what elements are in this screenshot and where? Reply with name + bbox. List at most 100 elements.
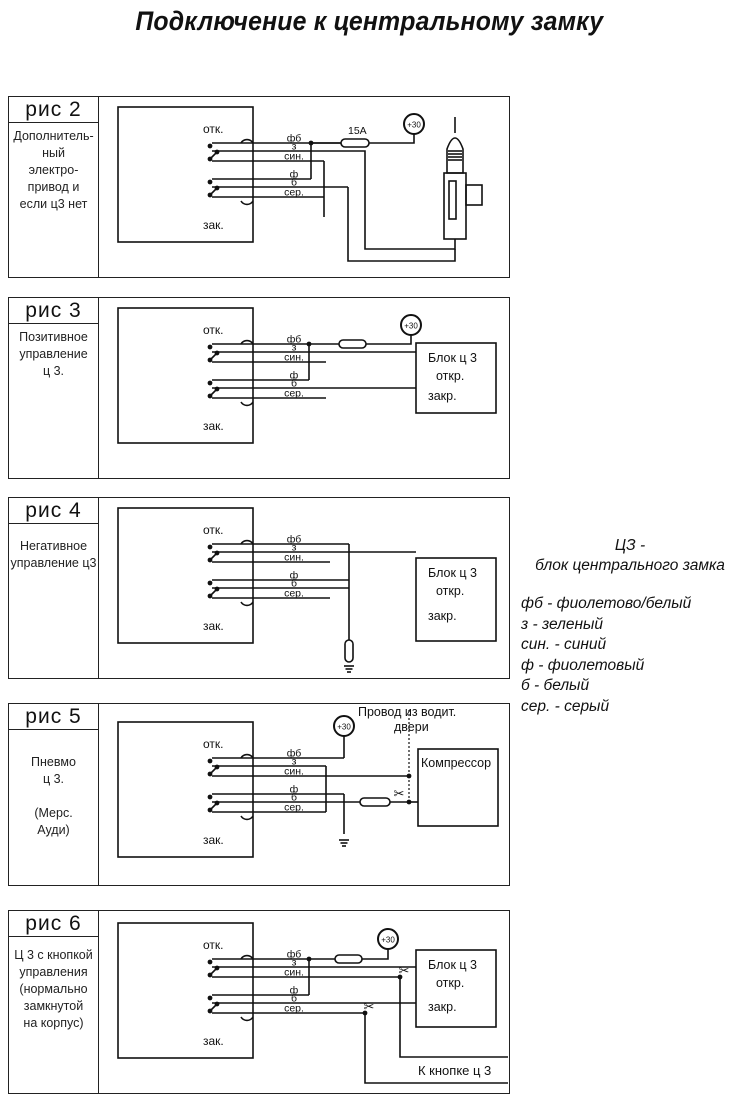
power-label: +30 <box>337 723 351 732</box>
wire-label: з <box>292 342 297 354</box>
figure-number: рис 5 <box>9 704 98 730</box>
wire-label: сер. <box>284 1003 304 1015</box>
figure-3-panel: рис 3 Позитивное управление ц 3. отк. зак… <box>8 297 510 479</box>
scissors-icon: ✂ <box>364 999 375 1014</box>
wire <box>362 949 389 960</box>
wire-label: з <box>292 141 297 153</box>
figure-description: Позитивное управление ц 3. <box>19 330 88 378</box>
wire-label: син. <box>284 151 304 163</box>
fuse-15a-icon <box>340 138 370 148</box>
figure-description: Ц 3 с кнопкой управления (нормально замк… <box>14 948 93 1030</box>
wire-label: ф <box>290 169 299 181</box>
power-plus30-icon <box>400 314 422 336</box>
page-title: Подключение к центральному замку <box>0 6 750 37</box>
power-label: +30 <box>404 322 418 331</box>
figure-description: Негативное управление ц3 <box>10 539 97 570</box>
wire-label: фб <box>287 534 302 546</box>
figure-description: Пневмо ц 3. (Мерс. Ауди) <box>31 755 76 837</box>
wire-label: з <box>292 542 297 554</box>
close-terminal-label: зак. <box>203 218 224 232</box>
terminal-notch <box>240 200 254 206</box>
figure-label-column: рис 4 Негативное управление ц3 <box>9 498 99 678</box>
wire-label: б <box>291 792 297 804</box>
wire-to-actuator <box>361 150 456 250</box>
actuator-slot <box>448 180 457 220</box>
switch-contact <box>207 179 213 185</box>
switch-lever <box>209 766 218 775</box>
wire-label: сер. <box>284 588 304 600</box>
close-terminal-label: зак. <box>203 833 224 847</box>
block-open-label: откр. <box>436 976 464 990</box>
wire-label: син. <box>284 766 304 778</box>
close-terminal-label: зак. <box>203 419 224 433</box>
close-terminal-label: зак. <box>203 619 224 633</box>
switch-contact <box>207 959 213 965</box>
switch-contact <box>207 794 213 800</box>
figure-2-panel: рис 2 Дополнитель- ный электро- привод и… <box>8 96 510 278</box>
fuse-icon <box>338 339 367 349</box>
wire-label: сер. <box>284 388 304 400</box>
switch-contact <box>207 380 213 386</box>
switch-contact <box>207 758 213 764</box>
door-lock-actuator-box <box>117 307 254 444</box>
terminal-notch <box>240 601 254 607</box>
power-plus30-icon <box>403 113 425 135</box>
power-label: +30 <box>407 121 421 130</box>
central-lock-block <box>415 557 497 642</box>
figure-6-panel: рис 6 Ц 3 с кнопкой управления (нормальн… <box>8 910 510 1094</box>
wire-label: син. <box>284 967 304 979</box>
block-name: Блок ц 3 <box>428 958 477 972</box>
door-lock-actuator-box <box>117 922 254 1059</box>
block-close-label: закр. <box>428 389 457 403</box>
switch-contact <box>207 344 213 350</box>
wire-label: сер. <box>284 802 304 814</box>
central-lock-block <box>415 949 497 1028</box>
figure-label-column: рис 3 Позитивное управление ц 3. <box>9 298 99 478</box>
resistor-icon <box>344 639 354 663</box>
close-terminal-label: зак. <box>203 1034 224 1048</box>
switch-lever <box>209 967 218 976</box>
wire-label: ф <box>290 370 299 382</box>
figure-label-column: рис 2 Дополнитель- ный электро- привод и… <box>9 97 99 277</box>
door-wire-note: Провод из водит. <box>358 705 456 719</box>
switch-contact <box>207 544 213 550</box>
figure-label-column: рис 5 Пневмо ц 3. (Мерс. Ауди) <box>9 704 99 885</box>
wire-label: фб <box>287 949 302 961</box>
block-name: Блок ц 3 <box>428 566 477 580</box>
open-terminal-label: отк. <box>203 323 224 337</box>
door-lock-actuator-box <box>117 106 254 243</box>
block-open-label: откр. <box>436 369 464 383</box>
switch-lever <box>209 1003 218 1012</box>
fuse-icon <box>334 954 363 964</box>
legend-item: б - белый <box>521 677 590 694</box>
compressor-block <box>417 748 499 827</box>
switch-contact <box>207 995 213 1001</box>
page-title-text: Подключение к центральному замку <box>135 6 603 36</box>
switch-lever <box>209 802 218 811</box>
door-lock-actuator-box <box>117 721 254 858</box>
wire <box>369 134 415 144</box>
block-open-label: откр. <box>436 584 464 598</box>
block-name: Компрессор <box>421 756 491 770</box>
wire-label: фб <box>287 748 302 760</box>
power-plus30-icon <box>333 715 355 737</box>
central-lock-block <box>415 342 497 414</box>
wire-label: б <box>291 578 297 590</box>
actuator-body-icon <box>443 172 467 240</box>
switch-lever <box>209 187 218 196</box>
wire-label: син. <box>284 552 304 564</box>
wire-label: з <box>292 756 297 768</box>
wire-label: фб <box>287 334 302 346</box>
wire <box>366 335 412 345</box>
legend-item: з - зеленый <box>521 615 604 633</box>
switch-lever <box>209 151 218 160</box>
wire-color-legend: ЦЗ - блок центрального замка фб - фиолет… <box>510 536 750 717</box>
terminal-notch <box>240 815 254 821</box>
figure-number: рис 6 <box>9 911 98 937</box>
wire-label: сер. <box>284 187 304 199</box>
block-close-label: закр. <box>428 1000 457 1014</box>
